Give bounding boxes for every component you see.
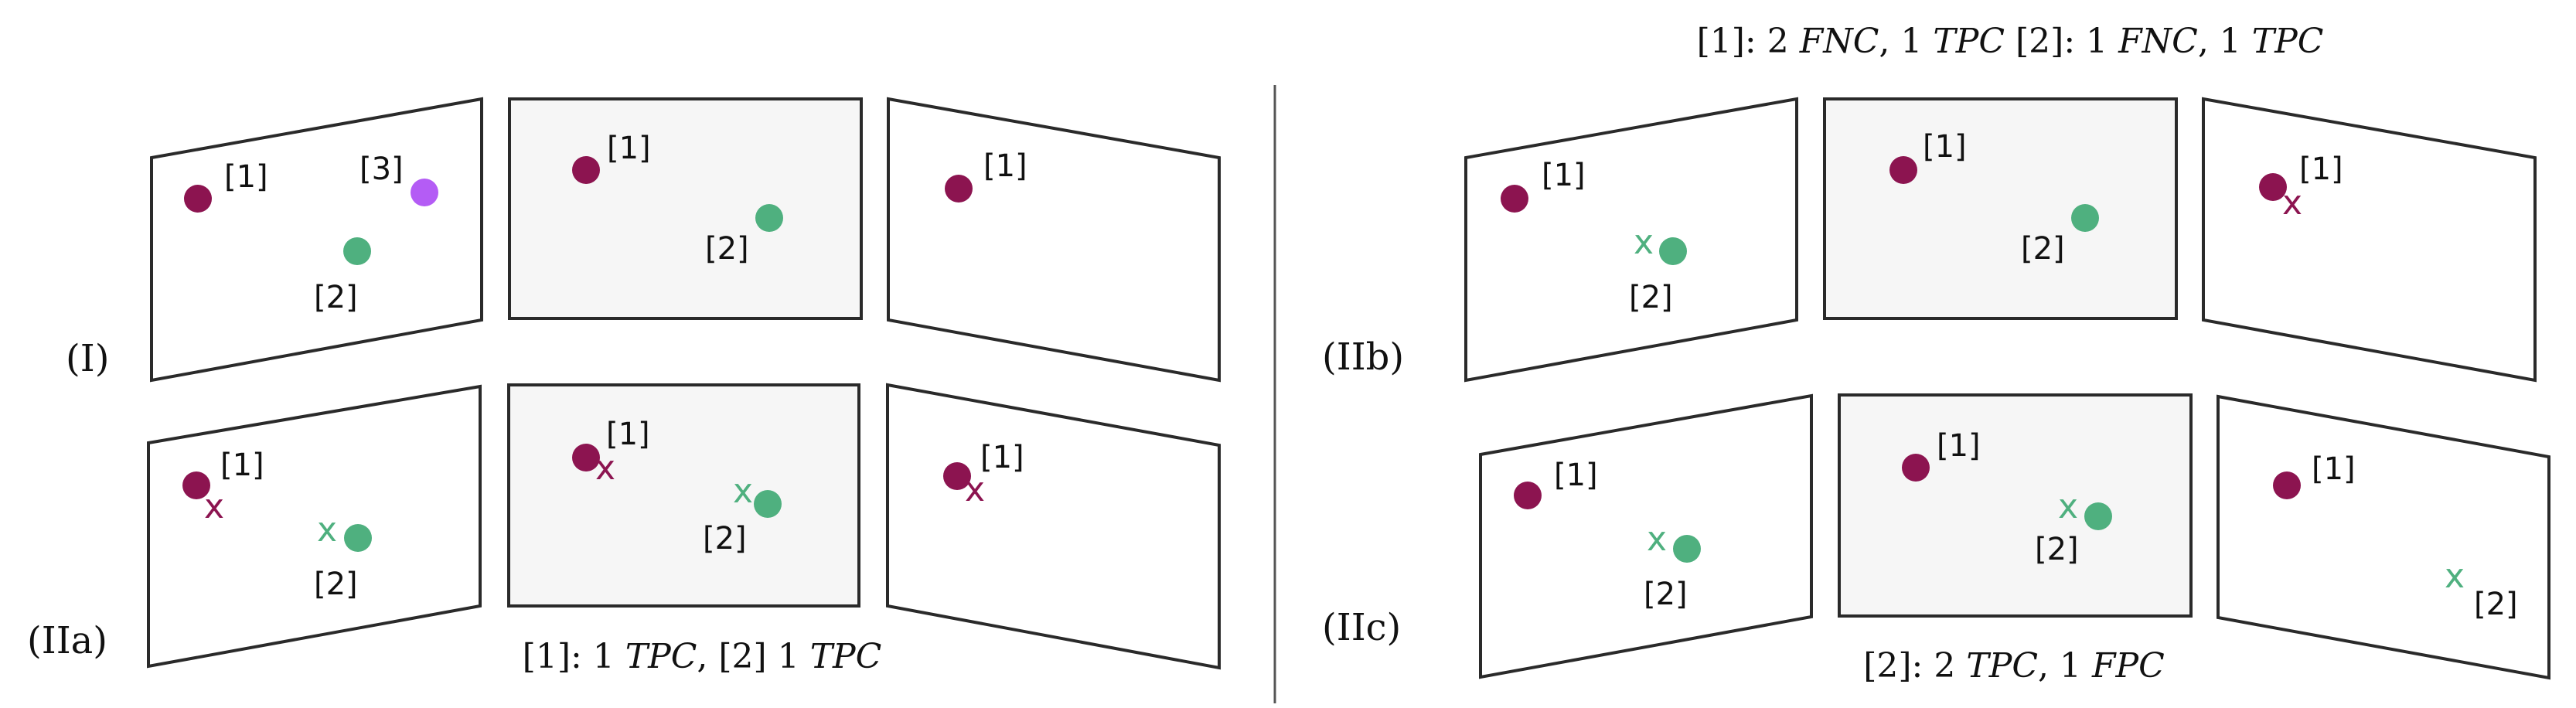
track-2-dot: [755, 204, 783, 232]
track-2-x: x: [2445, 557, 2465, 596]
track-1-x: x: [965, 470, 985, 509]
track-2-dot: [2084, 502, 2112, 530]
track-1-label: [1]: [980, 440, 1024, 475]
track-1-label: [1]: [224, 159, 268, 195]
track-1-x: x: [2282, 183, 2302, 223]
row-iia: x [1] x [2] x [1] x [2] x [1]: [147, 383, 1221, 670]
track-2-dot: [754, 490, 782, 518]
panel-left: [1464, 97, 1798, 383]
track-1-label: [1]: [1542, 158, 1586, 193]
track-2-label: [2]: [2474, 587, 2518, 622]
row-label-iic: (IIc): [1322, 606, 1401, 649]
track-1-dot: [184, 185, 212, 213]
track-1-label: [1]: [606, 417, 650, 452]
track-2-dot: [344, 524, 372, 552]
track-1-dot: [572, 156, 600, 184]
panel-center: [1838, 393, 2193, 618]
track-2-x: x: [1647, 519, 1667, 559]
track-2-label: [2]: [703, 521, 747, 557]
panel-left: [1479, 393, 1813, 679]
track-1-dot: [572, 444, 600, 471]
track-1-dot: [945, 175, 973, 203]
track-1-x: x: [595, 448, 615, 488]
track-2-dot: [2071, 204, 2099, 232]
row-iic: [1] x [2] [1] x [2] [1] x [2]: [1479, 393, 2550, 680]
track-1-label: [1]: [607, 131, 651, 166]
track-1-label: [1]: [1923, 129, 1967, 165]
track-1-x: x: [204, 487, 224, 526]
track-1-label: [1]: [220, 448, 264, 483]
track-2-dot: [1673, 535, 1701, 563]
panel-left: [147, 384, 482, 669]
caption-iic: [2]: 2 TPC, 1 FPC: [1863, 646, 2165, 686]
track-1-dot: [2273, 471, 2301, 499]
panel-left: [150, 97, 483, 383]
track-2-dot: [343, 237, 371, 265]
panel-right: [2217, 394, 2550, 680]
track-1-dot: [1902, 454, 1930, 482]
track-3-dot: [411, 179, 438, 206]
track-1-label: [1]: [2312, 451, 2356, 487]
row-i: [1] [3] [2] [1] [2] [1]: [150, 97, 1221, 383]
panel-right: [887, 97, 1221, 383]
track-1-label: [1]: [983, 148, 1027, 184]
panel-center: [508, 97, 863, 320]
caption-iia: [1]: 1 TPC, [2] 1 TPC: [523, 637, 882, 676]
track-2-x: x: [1634, 223, 1654, 262]
panel-center: [1823, 97, 2178, 320]
track-3-label: [3]: [359, 151, 404, 187]
row-label-iib: (IIb): [1322, 335, 1404, 379]
track-2-label: [2]: [705, 231, 749, 267]
track-2-label: [2]: [1644, 577, 1688, 612]
caption-iib: [1]: 2 FNC, 1 TPC [2]: 1 FNC, 1 TPC: [1697, 22, 2324, 61]
track-1-dot: [1514, 482, 1542, 509]
track-2-label: [2]: [2021, 231, 2065, 267]
panel-right: [2202, 97, 2537, 383]
row-iib: [1] x [2] [1] [2] x [1]: [1464, 97, 2537, 383]
track-1-dot: [182, 471, 210, 499]
track-1-label: [1]: [1937, 428, 1981, 464]
track-1-dot: [1889, 156, 1917, 184]
track-2-x: x: [317, 510, 337, 550]
track-2-label: [2]: [2035, 532, 2079, 567]
track-2-dot: [1659, 237, 1687, 265]
track-1-label: [1]: [1554, 458, 1598, 493]
panel-right: [886, 383, 1221, 670]
panel-center: [507, 383, 860, 608]
track-1-label: [1]: [2299, 151, 2343, 187]
track-1-dot: [943, 462, 971, 490]
row-label-i: (I): [66, 337, 109, 380]
track-1-dot: [1501, 185, 1528, 213]
track-2-label: [2]: [314, 280, 358, 315]
track-2-label: [2]: [314, 567, 358, 602]
track-2-x: x: [733, 471, 753, 511]
track-1-dot: [2259, 173, 2287, 201]
track-2-x: x: [2058, 487, 2078, 526]
row-label-iia: (IIa): [27, 619, 107, 662]
track-2-label: [2]: [1629, 280, 1673, 315]
